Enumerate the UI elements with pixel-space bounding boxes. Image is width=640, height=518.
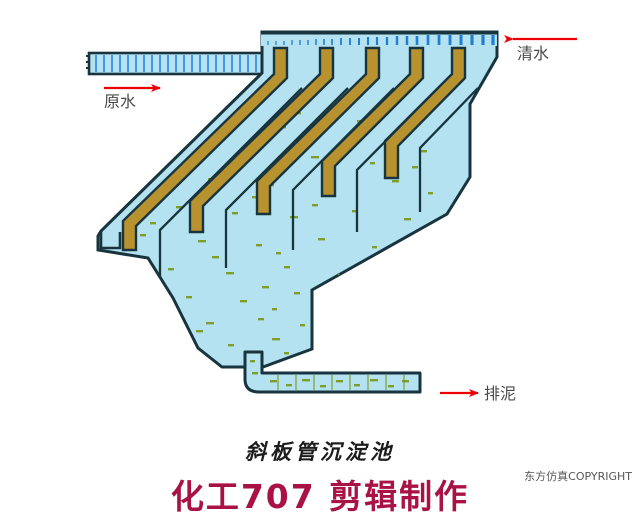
clear-water-collection-weir bbox=[261, 31, 497, 46]
settling-plate-1 bbox=[121, 46, 289, 252]
baffle-5 bbox=[418, 87, 479, 212]
figure-title: 斜板管沉淀池 bbox=[245, 439, 395, 464]
sludge-pipe-hatching bbox=[277, 375, 405, 390]
inlet-pipe-body bbox=[87, 51, 267, 76]
tank-water-body bbox=[96, 30, 499, 369]
settling-plate-3 bbox=[255, 46, 381, 216]
sludge-discharge-pipe bbox=[243, 350, 422, 394]
inclined-settling-plates bbox=[121, 46, 467, 252]
raw-water-inlet-pipe bbox=[86, 51, 267, 76]
inlet-pipe-hatching bbox=[95, 55, 257, 72]
sludge-label: 排泥 bbox=[484, 384, 517, 403]
figure-credit: 化工707 剪辑制作 bbox=[170, 477, 470, 516]
sedimentation-tank-body bbox=[96, 30, 499, 369]
baffle-4 bbox=[355, 87, 439, 232]
weir-teeth bbox=[267, 35, 495, 45]
inlet-pipe-flange bbox=[86, 55, 89, 69]
sludge-pipe-body bbox=[243, 350, 422, 394]
settling-plate-2 bbox=[188, 46, 335, 234]
flow-arrows bbox=[104, 35, 577, 397]
sludge-baffle-lines bbox=[158, 87, 479, 286]
baffle-3 bbox=[291, 87, 395, 250]
baffle-2 bbox=[224, 87, 349, 268]
sludge-pipe-particles bbox=[250, 360, 409, 388]
raw-water-label: 原水 bbox=[104, 92, 137, 111]
left-wall-ledge bbox=[99, 231, 122, 250]
copyright-notice: 东方仿真COPYRIGHT bbox=[524, 470, 632, 483]
clear-water-label: 清水 bbox=[517, 44, 550, 63]
baffle-1 bbox=[158, 87, 303, 286]
